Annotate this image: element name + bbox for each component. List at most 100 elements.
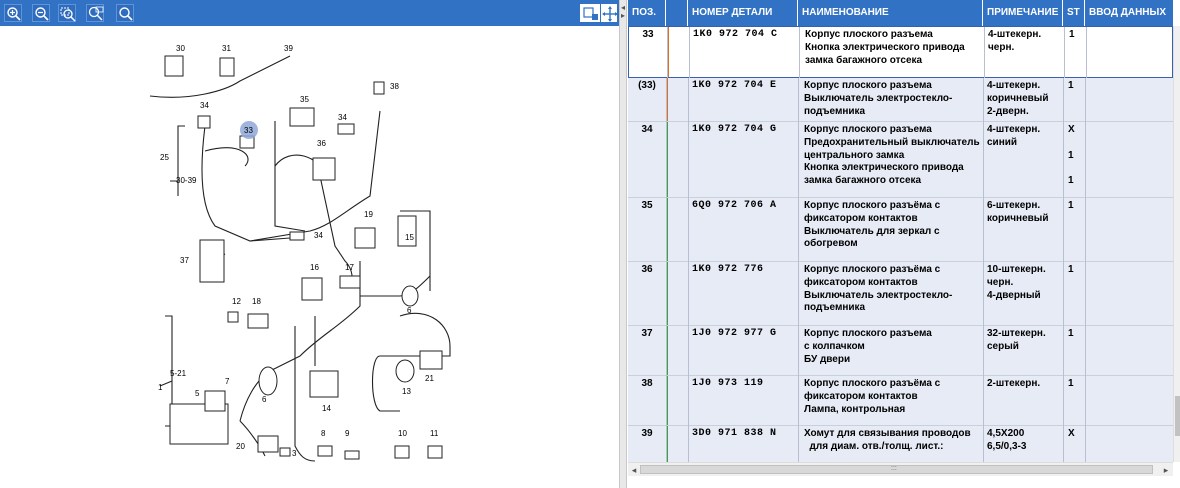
cell-input[interactable] [1088, 328, 1172, 374]
cell-pos: 36 [641, 264, 653, 275]
svg-text:33: 33 [244, 126, 253, 135]
pan-icon[interactable] [601, 4, 618, 22]
scroll-right-icon[interactable]: ▸ [1163, 465, 1169, 475]
column-divider [983, 198, 984, 262]
splitter-arrows-icon[interactable]: ◂▸ [620, 3, 625, 20]
column-divider [983, 78, 984, 122]
search-icon[interactable] [116, 4, 134, 22]
svg-text:16: 16 [310, 263, 319, 272]
column-divider [689, 27, 690, 79]
svg-text:17: 17 [345, 263, 354, 272]
cell-pos: 38 [641, 378, 653, 389]
column-divider [1085, 262, 1086, 326]
column-divider [983, 262, 984, 326]
svg-text:7: 7 [225, 377, 230, 386]
svg-text:15: 15 [405, 233, 414, 242]
col-header-pos[interactable]: ПОЗ. [628, 0, 666, 26]
svg-text:34: 34 [338, 113, 347, 122]
svg-text:38: 38 [390, 82, 399, 91]
column-divider [688, 426, 689, 462]
table-header: ПОЗ. НОМЕР ДЕТАЛИ НАИМЕНОВАНИЕ ПРИМЕЧАНИ… [628, 0, 1173, 26]
svg-text:12: 12 [232, 297, 241, 306]
zoom-area-icon[interactable] [58, 4, 76, 22]
column-divider [688, 326, 689, 376]
row-status-marker [666, 262, 668, 325]
row-status-marker [666, 426, 668, 462]
parts-table: ПОЗ. НОМЕР ДЕТАЛИ НАИМЕНОВАНИЕ ПРИМЕЧАНИ… [628, 0, 1180, 488]
wiring-harness-diagram[interactable]: 30 31 39 34 35 34 38 33 25 36 30-39 19 3… [0, 26, 619, 488]
row-status-marker [667, 27, 669, 77]
column-divider [667, 27, 668, 79]
cell-note: 4-штекерн.синий [987, 124, 1041, 148]
cell-input[interactable] [1088, 378, 1172, 424]
col-header-note[interactable]: ПРИМЕЧАНИЕ [983, 0, 1063, 26]
cell-input[interactable] [1088, 200, 1172, 260]
col-header-part-number[interactable]: НОМЕР ДЕТАЛИ [688, 0, 798, 26]
cell-note: 32-штекерн.серый [987, 328, 1046, 352]
column-divider [1085, 426, 1086, 462]
column-divider [666, 376, 667, 426]
cell-name: Хомут для связывания проводов для диам. … [804, 428, 971, 452]
cell-input[interactable] [1088, 428, 1172, 462]
vertical-scrollbar[interactable] [1173, 26, 1180, 462]
cell-note: 10-штекерн.черн.4-дверный [987, 264, 1046, 301]
column-divider [983, 376, 984, 426]
column-divider [1063, 426, 1064, 462]
col-header-name[interactable]: НАИМЕНОВАНИЕ [798, 0, 983, 26]
zoom-fit-icon[interactable] [86, 4, 104, 22]
col-header-st[interactable]: ST [1063, 0, 1085, 26]
cell-part-number[interactable]: 3D0 971 838 N [692, 428, 777, 439]
cell-input[interactable] [1089, 29, 1173, 77]
cell-part-number[interactable]: 1J0 973 119 [692, 378, 764, 389]
cell-part-number[interactable]: 1K0 972 704 G [692, 124, 777, 135]
cell-part-number[interactable]: 1J0 972 977 G [692, 328, 777, 339]
cell-part-number[interactable]: 1K0 972 776 [692, 264, 764, 275]
column-divider [1063, 376, 1064, 426]
svg-text:10: 10 [398, 429, 407, 438]
cell-part-number[interactable]: 1K0 972 704 E [692, 80, 777, 91]
diagram-toolbar [0, 0, 619, 26]
cell-input[interactable] [1088, 80, 1172, 120]
cell-st: 1 [1068, 378, 1074, 389]
cell-input[interactable] [1088, 124, 1172, 196]
hotspot-toggle-icon[interactable] [580, 4, 600, 22]
column-divider [666, 426, 667, 462]
highlight-callout-33[interactable] [240, 121, 258, 139]
zoom-in-icon[interactable] [4, 4, 22, 22]
column-divider [1063, 78, 1064, 122]
row-status-marker [666, 326, 668, 375]
column-divider [798, 326, 799, 376]
column-divider [666, 326, 667, 376]
horizontal-scroll-thumb[interactable]: ::: [640, 465, 1153, 474]
svg-text:11: 11 [430, 429, 439, 438]
horizontal-scrollbar[interactable]: ◂ ::: ▸ [628, 462, 1173, 476]
cell-input[interactable] [1088, 264, 1172, 324]
column-divider [688, 198, 689, 262]
cell-st: 1 [1068, 328, 1074, 339]
column-divider [1085, 78, 1086, 122]
vertical-scroll-thumb[interactable] [1175, 396, 1180, 436]
panel-splitter[interactable]: ◂▸ [619, 0, 627, 488]
zoom-out-icon[interactable] [32, 4, 50, 22]
scroll-left-icon[interactable]: ◂ [631, 465, 637, 475]
cell-part-number[interactable]: 6Q0 972 706 A [692, 200, 777, 211]
cell-part-number[interactable]: 1K0 972 704 C [693, 29, 778, 40]
column-divider [666, 78, 667, 122]
col-header-input[interactable]: ВВОД ДАННЫХ [1089, 7, 1166, 18]
cell-st: 1 [1068, 200, 1074, 211]
svg-text:20: 20 [236, 442, 245, 451]
column-divider [1063, 326, 1064, 376]
